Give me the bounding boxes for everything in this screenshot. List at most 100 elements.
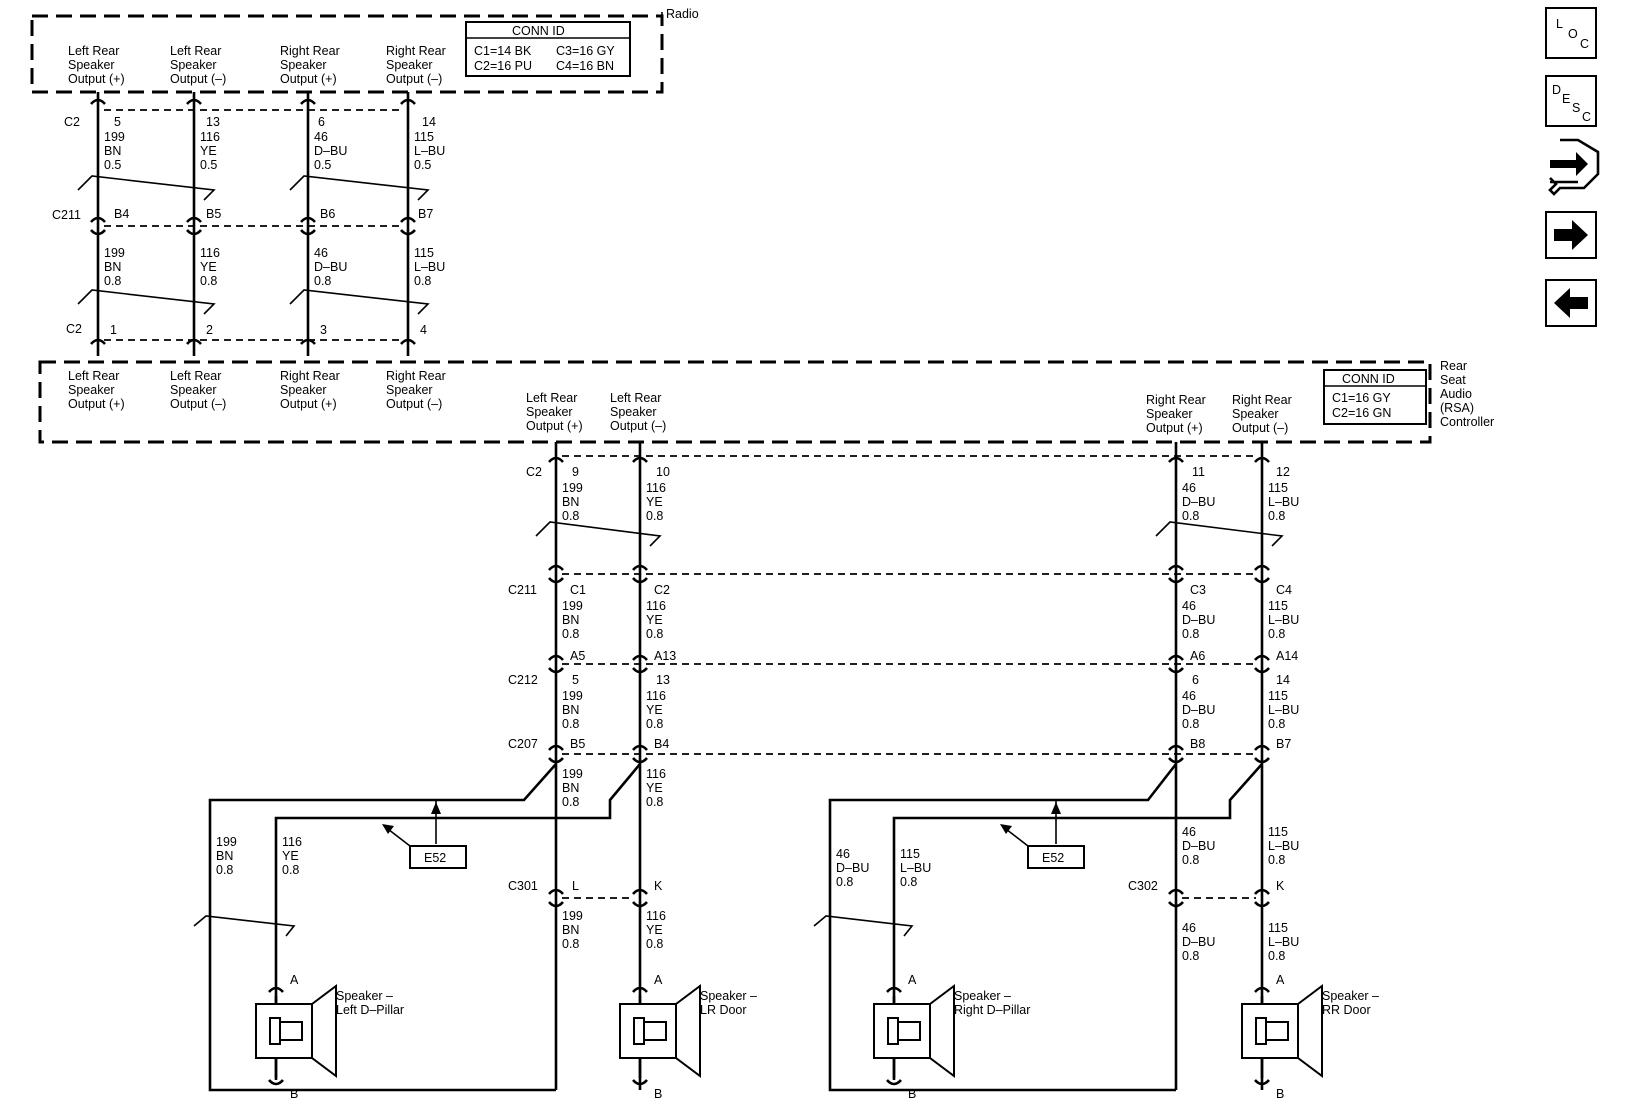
wire-segment xyxy=(633,1017,645,1045)
connector-label: C211 xyxy=(508,583,537,597)
diagram-text-label: Output (–) xyxy=(1232,421,1288,435)
wire-segment xyxy=(186,216,202,223)
diagram-text-label: YE xyxy=(646,781,663,795)
diagram-text-label: YE xyxy=(200,144,217,158)
diagram-text-label: A14 xyxy=(1276,649,1298,663)
desc-button[interactable]: D E S C xyxy=(1545,75,1597,127)
diagram-text-label: C2 xyxy=(654,583,670,597)
wire-segment xyxy=(1168,577,1184,584)
diagram-text-label: 10 xyxy=(656,465,670,479)
previous-arrow-icon[interactable] xyxy=(1545,279,1597,327)
radio-output-label: Left Rear xyxy=(68,44,119,58)
diagram-text-label: (RSA) xyxy=(1440,401,1474,415)
wire-segment xyxy=(1323,369,1427,425)
diagram-text-label: L–BU xyxy=(414,144,445,158)
wire-segment xyxy=(548,654,564,661)
diagram-text-label: 0.8 xyxy=(646,627,663,641)
diagram-text-label: 116 xyxy=(646,481,666,495)
diagram-text-label: 46 xyxy=(314,246,328,260)
wire-segment xyxy=(632,986,648,993)
diagram-text-label: 0.8 xyxy=(562,795,579,809)
speaker-label: LR Door xyxy=(700,1003,747,1017)
wire-segment xyxy=(632,757,648,764)
diagram-text-label: 0.8 xyxy=(1268,949,1285,963)
diagram-text-label: L–BU xyxy=(414,260,445,274)
wire-segment xyxy=(1254,1079,1270,1086)
wire-segment xyxy=(1254,901,1270,908)
wire-segment xyxy=(548,577,564,584)
diagram-text-label: YE xyxy=(646,613,663,627)
diagram-text-label: 5 xyxy=(572,673,579,687)
diagram-text-label: 116 xyxy=(282,835,302,849)
connector-view-icon[interactable] xyxy=(1548,138,1600,196)
conn-id-header: CONN ID xyxy=(1342,372,1395,386)
conn-id-header: CONN ID xyxy=(512,24,565,38)
wire-segment xyxy=(1265,1021,1289,1041)
radio-output-label: Speaker xyxy=(386,58,433,72)
speaker-label: RR Door xyxy=(1322,1003,1371,1017)
wire-segment xyxy=(886,986,902,993)
wire-segment xyxy=(1254,564,1270,571)
diagram-text-label: BN xyxy=(562,923,579,937)
wire-segment xyxy=(886,1079,902,1086)
diagram-text-label: 0.5 xyxy=(414,158,431,172)
diagram-text-label: B4 xyxy=(654,737,669,751)
diagram-text-label: 0.8 xyxy=(282,863,299,877)
diagram-text-label: 0.8 xyxy=(414,274,431,288)
diagram-text-label: 0.8 xyxy=(1268,717,1285,731)
diagram-text-label: Left Rear xyxy=(68,369,119,383)
diagram-text-label: 116 xyxy=(200,130,220,144)
wire-segment xyxy=(400,229,416,236)
radio-output-label: Speaker xyxy=(68,58,115,72)
loc-letter: C xyxy=(1580,37,1589,51)
diagram-text-label: 14 xyxy=(1276,673,1290,687)
radio-output-label: Output (–) xyxy=(170,72,226,86)
diagram-text-label: Output (–) xyxy=(170,397,226,411)
diagram-text-label: YE xyxy=(200,260,217,274)
diagram-text-label: 199 xyxy=(562,767,583,781)
radio-output-label: Speaker xyxy=(280,58,327,72)
pin-label: 1 xyxy=(110,323,117,337)
diagram-text-label: BN xyxy=(562,703,579,717)
connector-c2-rsa-input: C2 1 2 3 4 xyxy=(66,322,427,345)
wire-segment xyxy=(1254,667,1270,674)
loc-letter: L xyxy=(1556,17,1563,31)
diagram-text-label: Seat xyxy=(1440,373,1466,387)
diagram-text-label: BN xyxy=(562,781,579,795)
splice-e52-right xyxy=(1027,845,1085,869)
diagram-text-label: L–BU xyxy=(1268,703,1299,717)
wire-segment xyxy=(548,744,564,751)
diagram-text-label: A13 xyxy=(654,649,676,663)
diagram-text-label: A xyxy=(908,973,917,987)
next-arrow-icon[interactable] xyxy=(1545,211,1597,259)
diagram-text-label: 116 xyxy=(646,689,666,703)
diagram-text-label: B5 xyxy=(570,737,585,751)
diagram-text-label: YE xyxy=(646,923,663,937)
splice-label: E52 xyxy=(1042,851,1064,865)
wire-segment xyxy=(289,175,430,201)
connector-label: C212 xyxy=(508,673,538,687)
diagram-text-label: Speaker xyxy=(386,383,433,397)
diagram-text-label: 0.8 xyxy=(1268,627,1285,641)
speaker-label: Speaker – xyxy=(1322,989,1379,1003)
wire-segment xyxy=(535,521,662,547)
conn-id-cell: C1=14 BK xyxy=(474,44,532,58)
radio-output-label: Output (+) xyxy=(68,72,125,86)
diagram-text-label: B xyxy=(908,1087,916,1101)
diagram-text-label: 0.8 xyxy=(200,274,217,288)
wire-segment xyxy=(892,763,1263,1080)
pin-label: 2 xyxy=(206,323,213,337)
diagram-text-label: 0.8 xyxy=(562,627,579,641)
loc-button[interactable]: L O C xyxy=(1545,7,1597,59)
diagram-text-label: 199 xyxy=(104,130,125,144)
diagram-text-label: D–BU xyxy=(1182,935,1215,949)
diagram-text-label: 0.8 xyxy=(1182,509,1199,523)
diagram-text-label: 0.8 xyxy=(836,875,853,889)
pin-label: B6 xyxy=(320,207,335,221)
diagram-text-label: D–BU xyxy=(314,260,347,274)
diagram-text-label: 13 xyxy=(656,673,670,687)
